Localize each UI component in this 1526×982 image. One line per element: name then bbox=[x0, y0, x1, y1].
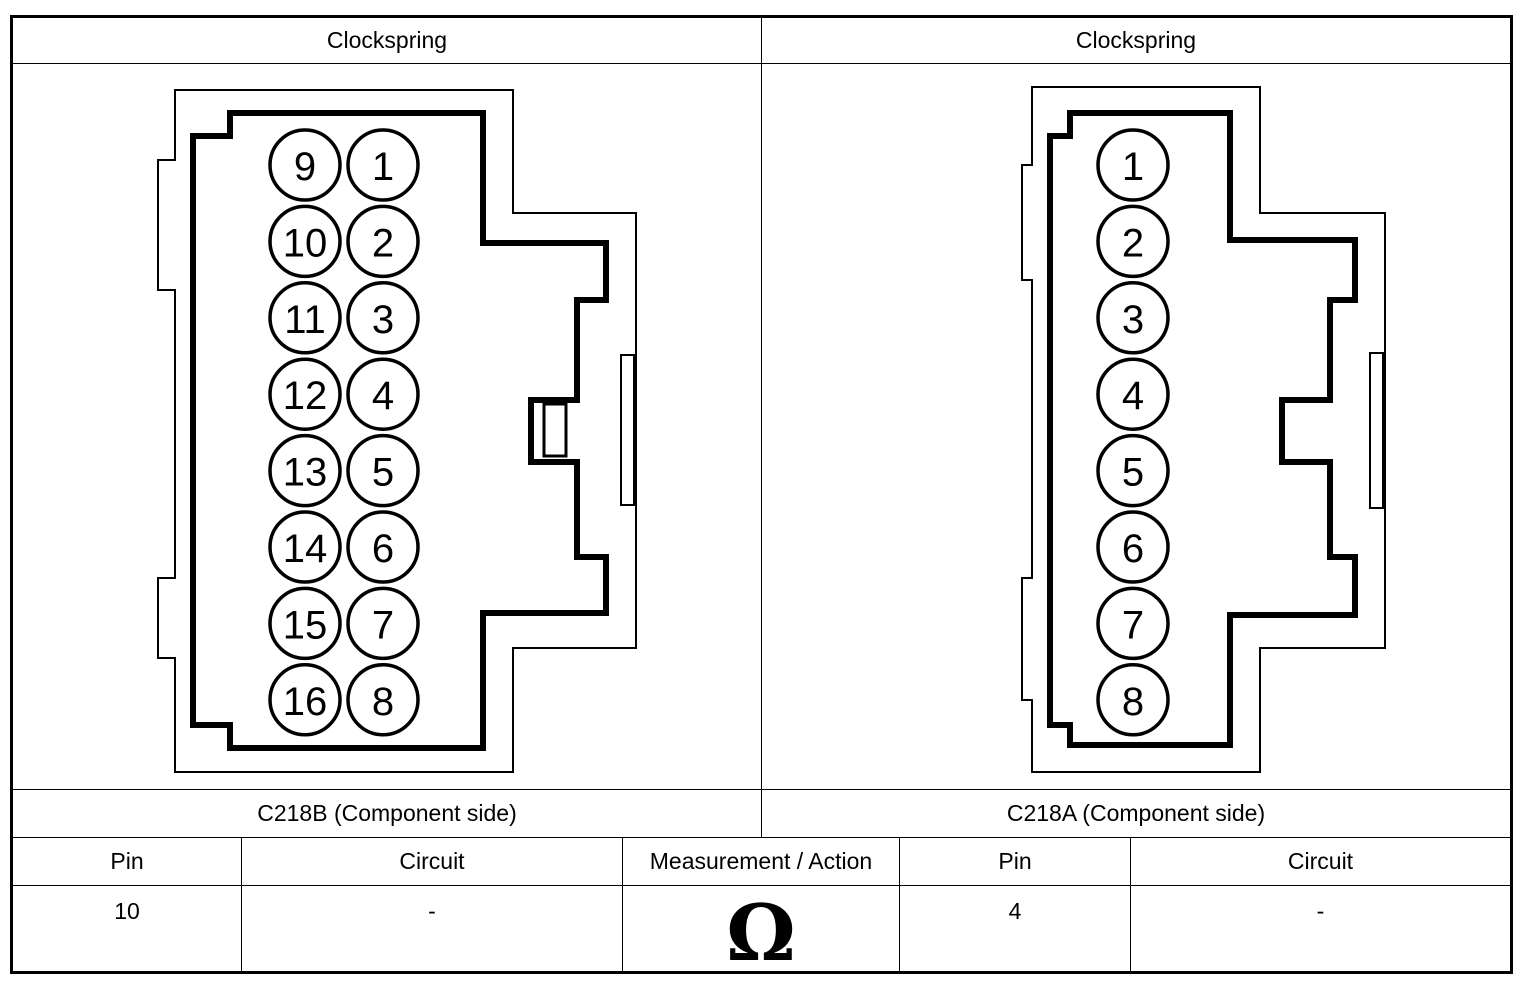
pin-7: 7 bbox=[1096, 586, 1170, 661]
latch-window bbox=[542, 402, 568, 458]
pin-14: 14 bbox=[268, 510, 342, 584]
pin-3: 3 bbox=[346, 281, 420, 355]
pin-15: 15 bbox=[268, 586, 342, 661]
divider bbox=[1130, 837, 1131, 972]
pin-12: 12 bbox=[268, 357, 342, 431]
connector-latch bbox=[620, 354, 635, 506]
divider bbox=[12, 885, 1510, 886]
pin-number-label: 8 bbox=[1122, 680, 1144, 724]
table-header-circuit-b: Circuit bbox=[1287, 848, 1354, 874]
ohm-icon: Ω bbox=[726, 888, 796, 979]
pin-number-label: 1 bbox=[372, 145, 394, 189]
divider bbox=[12, 837, 1510, 838]
pin-number-label: 11 bbox=[284, 298, 326, 342]
pin-2: 2 bbox=[346, 204, 420, 279]
pin-number-label: 13 bbox=[283, 451, 328, 495]
pin-5: 5 bbox=[346, 433, 420, 508]
right-connector-label: C218A (Component side) bbox=[1006, 800, 1266, 826]
pin-5: 5 bbox=[1096, 433, 1170, 508]
table-header-measurement: Measurement / Action bbox=[649, 848, 873, 874]
pin-8: 8 bbox=[346, 663, 420, 737]
table-cell-pin-b: 4 bbox=[1008, 898, 1022, 924]
connector-c218a-diagram: 1 2 3 4 5 6 7 8 bbox=[1021, 86, 1386, 773]
left-panel-header: Clockspring bbox=[326, 26, 448, 53]
pin-number-label: 8 bbox=[372, 680, 394, 724]
pin-number-label: 3 bbox=[1122, 298, 1144, 342]
table-cell-circuit-b: - bbox=[1316, 898, 1325, 924]
pin-6: 6 bbox=[346, 510, 420, 584]
connector-cavity-outline bbox=[190, 110, 609, 751]
diagram-frame bbox=[10, 15, 1513, 974]
pin-number-label: 15 bbox=[283, 603, 328, 647]
divider bbox=[761, 17, 762, 837]
pin-number-label: 4 bbox=[372, 374, 394, 418]
pin-8: 8 bbox=[1096, 663, 1170, 737]
pin-number-label: 2 bbox=[372, 221, 394, 265]
pin-number-label: 9 bbox=[294, 145, 316, 189]
connector-cavity-outline bbox=[1047, 110, 1358, 748]
pin-number-label: 12 bbox=[283, 374, 328, 418]
pin-number-label: 14 bbox=[283, 527, 328, 571]
table-cell-pin-a: 10 bbox=[114, 898, 140, 924]
table-cell-circuit-a: - bbox=[428, 898, 436, 924]
pin-3: 3 bbox=[1096, 281, 1170, 355]
pin-number-label: 16 bbox=[283, 680, 328, 724]
table-header-pin-a: Pin bbox=[110, 848, 144, 874]
pin-9: 9 bbox=[268, 128, 342, 202]
pin-11: 11 bbox=[268, 281, 342, 355]
right-panel-header: Clockspring bbox=[1075, 26, 1197, 53]
divider bbox=[899, 837, 900, 972]
pin-number-label: 10 bbox=[283, 221, 328, 265]
table-header-circuit-a: Circuit bbox=[399, 848, 465, 874]
pin-4: 4 bbox=[346, 357, 420, 431]
pin-16: 16 bbox=[268, 663, 342, 737]
pin-number-label: 6 bbox=[1122, 527, 1144, 571]
pin-number-label: 4 bbox=[1122, 374, 1144, 418]
pin-number-label: 6 bbox=[372, 527, 394, 571]
left-connector-label: C218B (Component side) bbox=[257, 800, 517, 826]
pin-number-label: 3 bbox=[372, 298, 394, 342]
pin-4: 4 bbox=[1096, 357, 1170, 431]
divider bbox=[241, 837, 242, 972]
divider bbox=[622, 837, 623, 972]
pin-number-label: 7 bbox=[372, 603, 394, 647]
pin-number-label: 1 bbox=[1122, 145, 1144, 189]
table-header-pin-b: Pin bbox=[998, 848, 1032, 874]
connector-latch bbox=[1369, 352, 1384, 509]
table-cell-measurement: Ω bbox=[623, 886, 899, 979]
connector-housing-outline bbox=[1021, 86, 1386, 773]
pin-number-label: 7 bbox=[1122, 603, 1144, 647]
pin-13: 13 bbox=[268, 433, 342, 508]
pin-number-label: 5 bbox=[1122, 451, 1144, 495]
pin-1: 1 bbox=[346, 128, 420, 202]
pin-10: 10 bbox=[268, 204, 342, 279]
pin-7: 7 bbox=[346, 586, 420, 661]
pin-number-label: 5 bbox=[372, 451, 394, 495]
pin-2: 2 bbox=[1096, 204, 1170, 279]
pin-number-label: 2 bbox=[1122, 221, 1144, 265]
pin-1: 1 bbox=[1096, 128, 1170, 202]
pin-6: 6 bbox=[1096, 510, 1170, 584]
